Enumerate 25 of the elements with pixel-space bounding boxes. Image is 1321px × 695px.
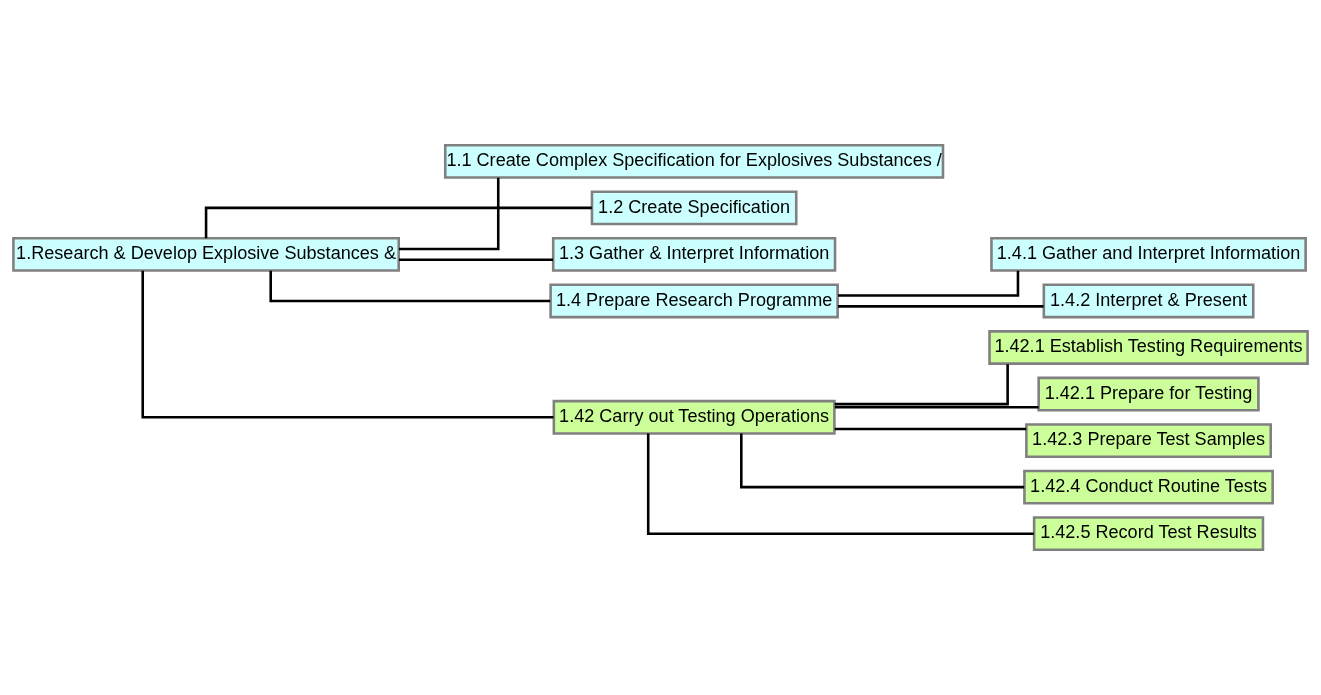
- node-box: 1.42.1 Establish Testing Requirements: [988, 330, 1309, 365]
- connector: [740, 433, 1025, 489]
- node-box: 1.Research & Develop Explosive Substances &: [12, 236, 400, 272]
- connector: [141, 270, 554, 419]
- node-box: 1.42.5 Record Test Results: [1032, 516, 1265, 552]
- connector: [398, 258, 554, 262]
- node-box: 1.4.1 Gather and Interpret Information: [990, 236, 1307, 272]
- node-box: 1.4.2 Interpret & Present: [1042, 283, 1255, 319]
- node-box: 1.4 Prepare Research Programme: [549, 283, 839, 319]
- connector: [838, 270, 1020, 297]
- connector: [834, 364, 1009, 406]
- node-box: 1.3 Gather & Interpret Information: [551, 236, 837, 272]
- node-box: 1.42.1 Prepare for Testing: [1037, 376, 1260, 412]
- node-box: 1.42.3 Prepare Test Samples: [1025, 423, 1272, 459]
- node-box: 1.42.4 Conduct Routine Tests: [1023, 469, 1274, 505]
- connector: [837, 305, 1044, 308]
- connector: [646, 433, 1034, 535]
- connector: [398, 177, 500, 251]
- node-box: 1.42 Carry out Testing Operations: [552, 399, 836, 435]
- connector: [269, 270, 551, 303]
- connector: [204, 206, 592, 239]
- node-box: 1.1 Create Complex Specification for Explosives Substances /: [443, 143, 945, 179]
- connector: [834, 427, 1027, 431]
- node-box: 1.2 Create Specification: [590, 190, 798, 226]
- connector: [834, 405, 1039, 409]
